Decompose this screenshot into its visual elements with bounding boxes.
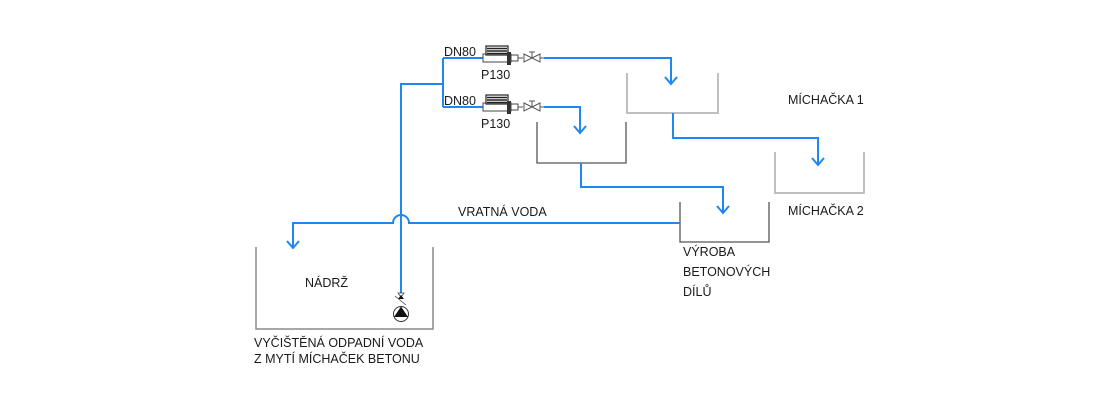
return-water-label: VRATNÁ VODA bbox=[458, 204, 547, 219]
pump-1-model-label: P130 bbox=[481, 68, 510, 82]
riser-pipe bbox=[400, 83, 443, 293]
tank-label: NÁDRŽ bbox=[305, 275, 348, 290]
tank-caption-line-2: Z MYTÍ MÍCHAČEK BETONU bbox=[254, 351, 420, 366]
valve-icon[interactable] bbox=[523, 100, 544, 112]
production-label-line-3: DÍLŮ bbox=[683, 284, 711, 299]
mixer-2-vessel bbox=[774, 152, 865, 194]
tank-caption-line-1: VYČIŠTĚNÁ ODPADNÍ VODA bbox=[254, 335, 424, 350]
production-label-line-1: VÝROBA bbox=[683, 244, 736, 259]
mixer-transfer-pipe bbox=[672, 113, 819, 165]
mixer-1-vessel bbox=[626, 73, 719, 114]
filter-pump-icon bbox=[482, 94, 523, 114]
mixer-2-label: MÍCHAČKA 2 bbox=[788, 203, 864, 218]
return-water-pipe bbox=[292, 214, 680, 248]
filter-pump-icon bbox=[482, 45, 523, 65]
pump-2-model-label: P130 bbox=[481, 117, 510, 131]
buffer-vessel bbox=[536, 122, 627, 164]
mixer-1-feed-pipe bbox=[544, 57, 672, 84]
production-label-line-2: BETONOVÝCH bbox=[683, 264, 770, 279]
tank-vessel bbox=[255, 247, 434, 330]
pump-icon bbox=[393, 292, 409, 322]
buffer-feed-pipe bbox=[544, 106, 581, 133]
pump-1-dn-label: DN80 bbox=[444, 45, 476, 59]
pump-2-dn-label: DN80 bbox=[444, 94, 476, 108]
valve-icon[interactable] bbox=[523, 51, 544, 63]
production-feed-pipe bbox=[580, 163, 724, 213]
production-vessel bbox=[679, 202, 770, 243]
mixer-1-label: MÍCHAČKA 1 bbox=[788, 92, 864, 107]
